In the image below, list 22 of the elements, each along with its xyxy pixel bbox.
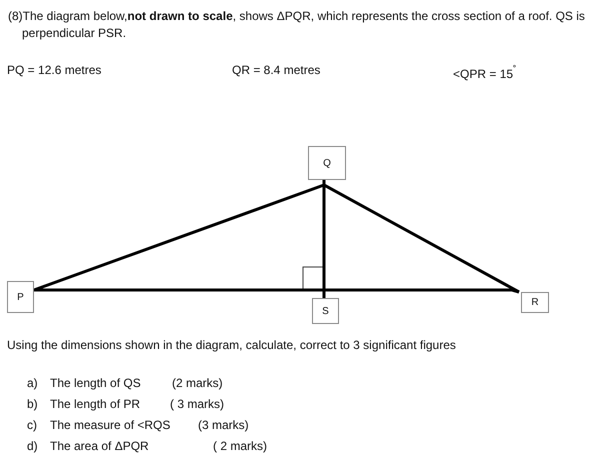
item-letter: a) — [27, 375, 38, 392]
given-value: QR = 8.4 metres — [232, 62, 320, 79]
question-item: The area of ΔPQR — [50, 438, 149, 455]
item-letter: d) — [27, 438, 38, 455]
instruction-text: Using the dimensions shown in the diagram, calculate, correct to 3 significant figures — [7, 337, 456, 354]
vertex-label: R — [521, 292, 549, 313]
item-letter: b) — [27, 396, 38, 413]
question-item: The length of QS — [50, 375, 141, 392]
given-value: <QPR = 15$^{˚}$ — [453, 64, 516, 83]
marks-text: ( 2 marks) — [213, 438, 267, 455]
question-item: The length of PR — [50, 396, 140, 413]
vertex-label: Q — [308, 146, 346, 180]
vertex-label: S — [312, 298, 339, 324]
marks-text: ( 3 marks) — [170, 396, 224, 413]
marks-text: (2 marks) — [172, 375, 223, 392]
triangle-side — [34, 288, 520, 294]
marks-text: (3 marks) — [198, 417, 249, 434]
question-text: (8)The diagram below,not drawn to scale, shows ΔPQR, which represents the cross section of a roof. QS is perpendicular PSR. — [8, 8, 586, 42]
question-item: The measure of <RQS — [50, 417, 170, 434]
vertex-label: P — [7, 281, 34, 313]
given-value: PQ = 12.6 metres — [7, 62, 102, 79]
item-letter: c) — [27, 417, 37, 434]
